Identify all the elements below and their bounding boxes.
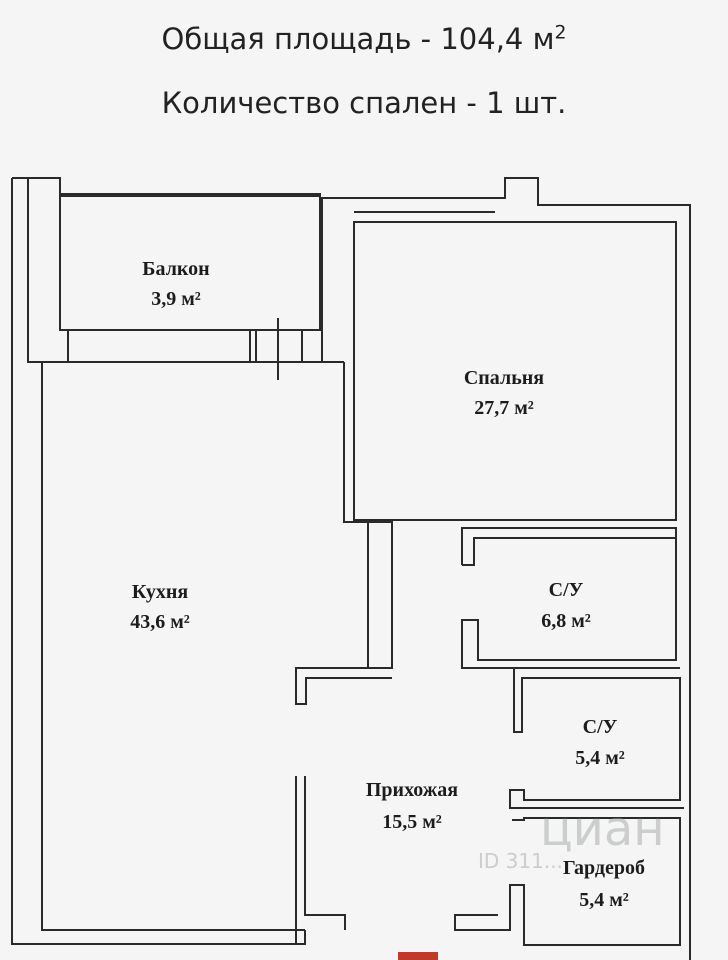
kitchen-right-wall-outer <box>295 520 393 705</box>
bedroom-name: Спальня <box>464 367 544 389</box>
wardrobe-outline <box>454 817 681 946</box>
kitchen-lower-wall-inner <box>304 776 346 930</box>
total-area-heading: Общая площадь - 104,4 м2 <box>161 22 567 56</box>
bath1-area: 6,8 м² <box>541 610 591 632</box>
outer-wall-left <box>11 178 305 945</box>
kitchen-area: 43,6 м² <box>130 611 190 633</box>
wardrobe-area: 5,4 м² <box>579 889 629 911</box>
balcony-area: 3,9 м² <box>151 288 201 310</box>
wardrobe-name: Гардероб <box>563 857 645 879</box>
bath2-outline <box>509 668 684 809</box>
bedroom-area: 27,7 м² <box>474 397 534 419</box>
bath1-name: С/У <box>549 579 584 601</box>
bottom-accent <box>398 952 438 960</box>
watermark-id: ID 311... <box>478 849 563 873</box>
watermark-brand: циан <box>540 801 665 857</box>
bedrooms-heading: Количество спален - 1 шт. <box>161 86 567 120</box>
balcony-threshold <box>67 329 251 363</box>
bedroom-outline <box>353 221 677 521</box>
hallway-area: 15,5 м² <box>382 811 442 833</box>
balcony-name: Балкон <box>142 258 209 280</box>
kitchen-lower-wall <box>295 776 306 945</box>
hallway-name: Прихожая <box>366 779 458 801</box>
outer-wall <box>12 177 691 960</box>
bath1-inner <box>462 537 676 566</box>
balcony-outline <box>59 195 321 331</box>
bath1-outline <box>461 527 680 669</box>
bath2-name: С/У <box>583 716 618 738</box>
kitchen-name: Кухня <box>132 581 189 603</box>
bath2-area: 5,4 м² <box>575 747 625 769</box>
